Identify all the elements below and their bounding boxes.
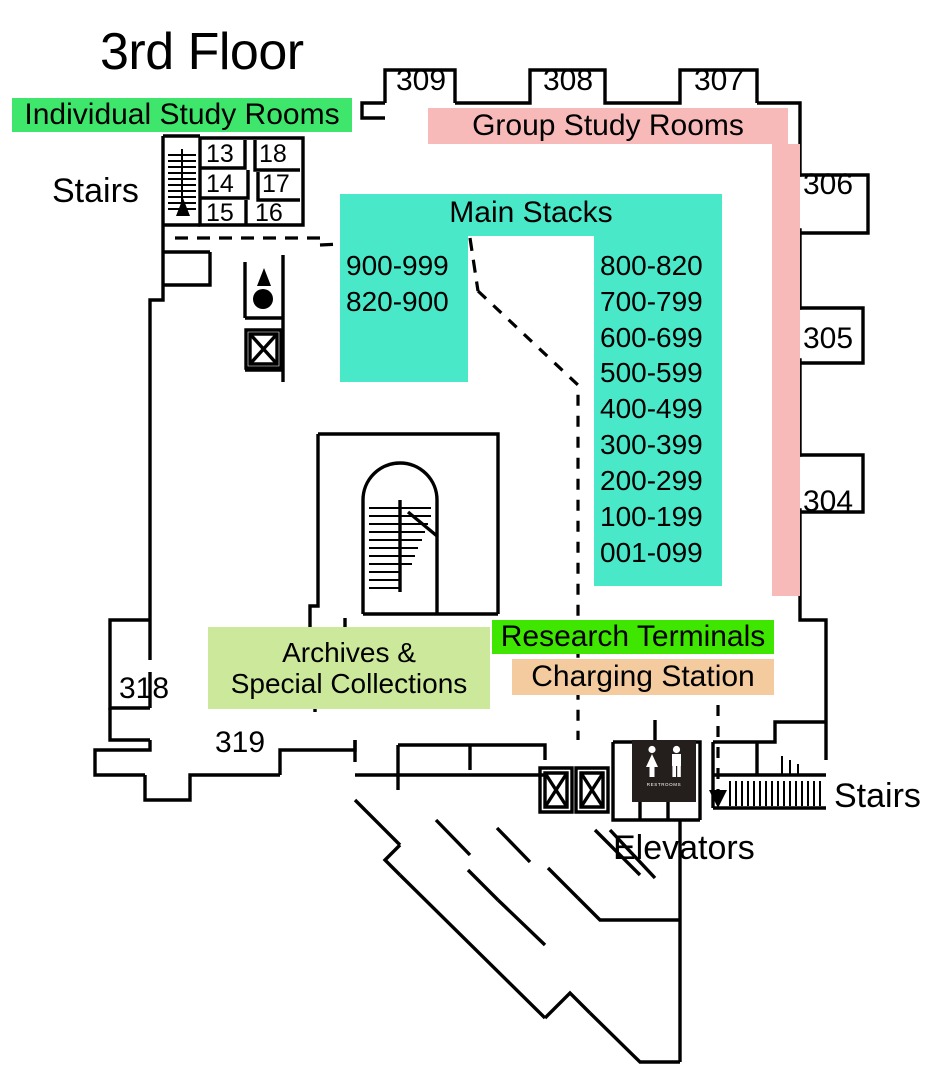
study-room-label-17[interactable]: 17 (262, 170, 290, 198)
stack-range: 700-799 (600, 285, 703, 317)
stack-range: 200-299 (600, 464, 703, 496)
wall-outline-group (93, 68, 870, 1064)
main-stacks-title: Main Stacks (449, 196, 613, 229)
stacks-left-ranges: 900-999 820-900 (346, 248, 449, 320)
restroom-sign-caption: RESTROOMS (646, 782, 682, 787)
room-label-306[interactable]: 306 (803, 168, 854, 201)
restroom-sign: RESTROOMS (632, 740, 696, 802)
right-stair-treads (729, 756, 821, 806)
room-label-307[interactable]: 307 (694, 64, 745, 97)
legend-research-terminals-label: Research Terminals (500, 620, 766, 654)
elevators-label: Elevators (613, 829, 755, 867)
legend-charging-station-label: Charging Station (531, 660, 755, 694)
men-restroom-icon (672, 745, 681, 777)
legend-individual-study-rooms[interactable]: Individual Study Rooms (12, 98, 352, 132)
page-title: 3rd Floor (100, 23, 304, 81)
room-label-304[interactable]: 304 (803, 485, 854, 518)
room-label-308[interactable]: 308 (543, 64, 594, 97)
legend-research-terminals[interactable]: Research Terminals (492, 620, 774, 654)
study-room-label-15[interactable]: 15 (206, 199, 234, 227)
stack-range: 400-499 (600, 393, 703, 425)
stack-range: 300-399 (600, 429, 703, 461)
room-label-305[interactable]: 305 (803, 322, 854, 355)
dashed-route-bottom (476, 289, 580, 740)
stair-direction-arrow-right (709, 790, 727, 808)
restroom-pictograms (643, 745, 685, 779)
stack-range: 800-820 (600, 250, 703, 281)
stack-range: 600-699 (600, 321, 703, 353)
main-stacks-right-band (594, 236, 722, 586)
stack-range: 100-199 (600, 500, 703, 532)
legend-individual-study-rooms-label: Individual Study Rooms (24, 98, 340, 132)
direction-arrows (176, 198, 727, 808)
legend-archives-special-collections[interactable]: Archives & Special Collections (208, 627, 490, 709)
legend-archives-label: Archives & Special Collections (230, 636, 468, 699)
group-study-corridor-band (772, 144, 800, 596)
stack-range: 500-599 (600, 357, 703, 389)
legend-charging-station[interactable]: Charging Station (512, 659, 774, 695)
stair-direction-arrow-left (176, 198, 190, 216)
study-room-label-14[interactable]: 14 (206, 170, 234, 198)
legend-group-study-rooms[interactable]: Group Study Rooms (428, 108, 788, 144)
stairs-label-left: Stairs (52, 172, 139, 210)
stack-range: 820-900 (346, 285, 449, 317)
room-label-318[interactable]: 318 (119, 672, 170, 705)
stack-range: 001-099 (600, 536, 703, 568)
stairs-label-right: Stairs (834, 777, 921, 815)
shaft-marker-dot (253, 289, 273, 309)
study-room-label-13[interactable]: 13 (206, 140, 234, 168)
stacks-right-ranges: 800-820 700-799 600-699 500-599 400-499 … (600, 248, 703, 570)
study-room-label-16[interactable]: 16 (255, 199, 283, 227)
women-restroom-icon (646, 745, 658, 777)
main-stacks-header-band (340, 194, 722, 236)
room-label-309[interactable]: 309 (396, 64, 447, 97)
legend-group-study-rooms-label: Group Study Rooms (472, 109, 744, 143)
stack-range: 900-999 (346, 250, 449, 281)
main-stacks-left-band (340, 236, 468, 382)
study-room-label-18[interactable]: 18 (259, 140, 287, 168)
room-label-319[interactable]: 319 (215, 726, 266, 759)
shaft-direction-arrow (257, 268, 271, 286)
